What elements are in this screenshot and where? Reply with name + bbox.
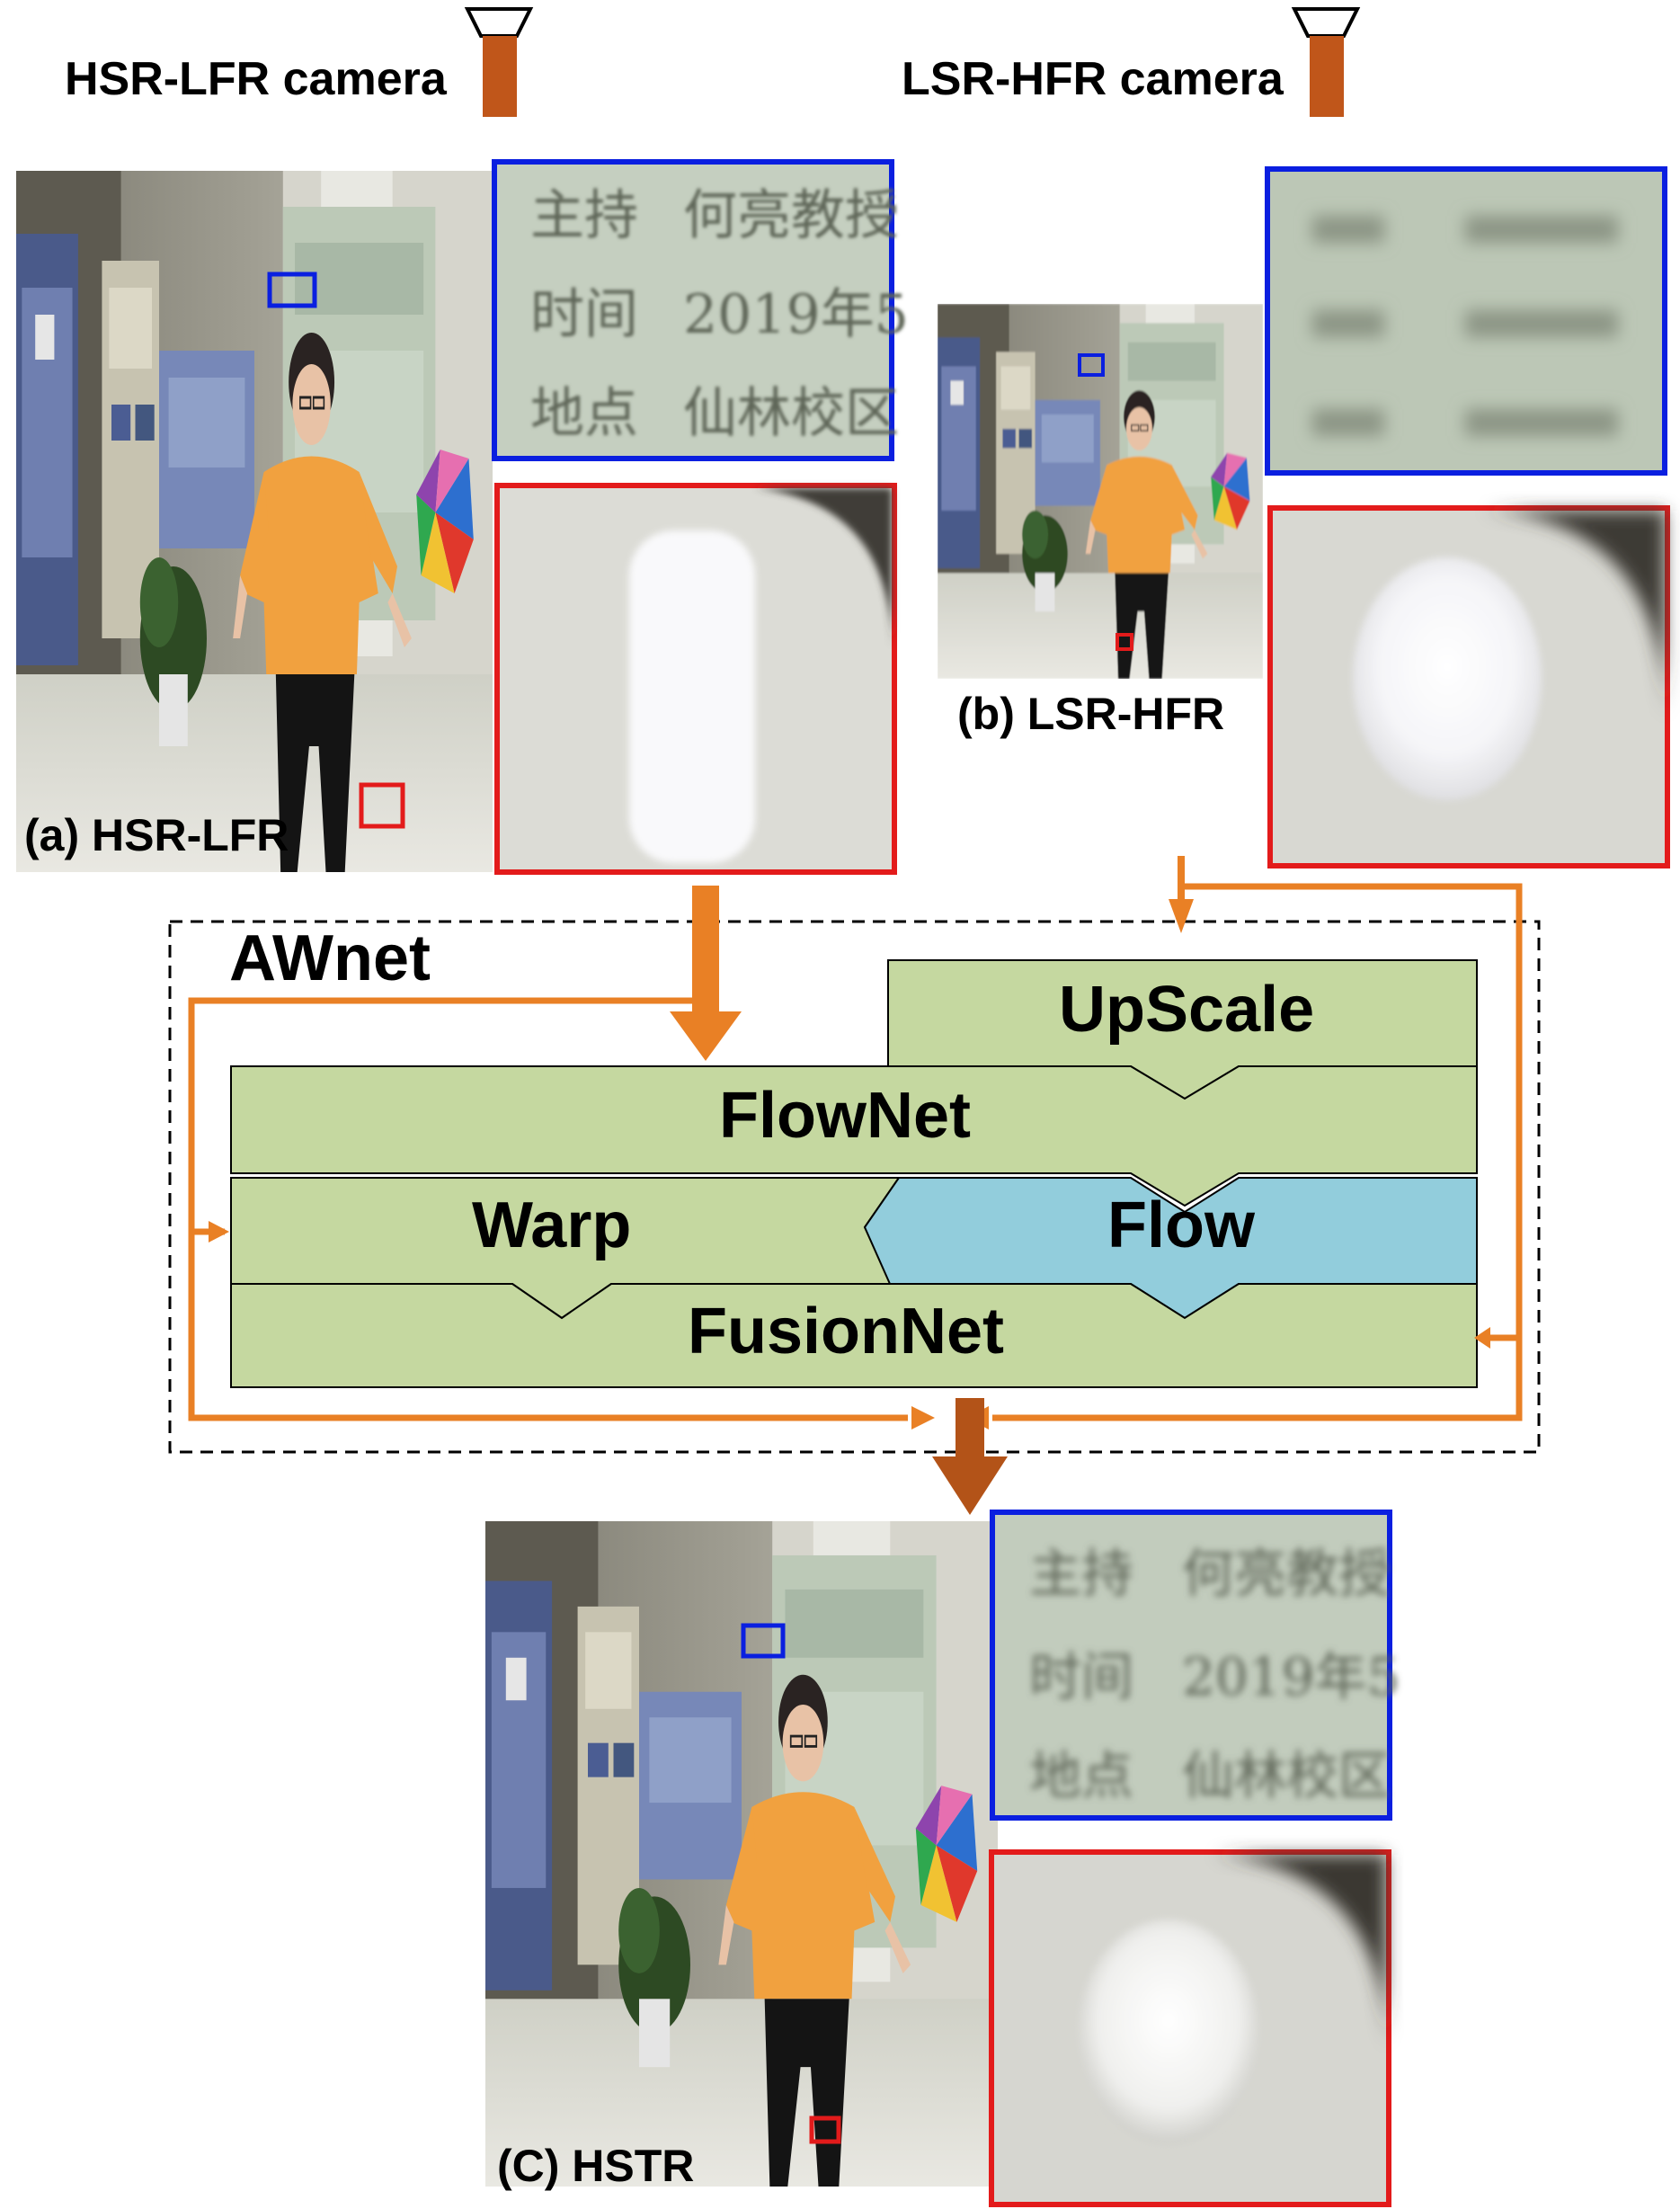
- svg-text:何亮教授: 何亮教授: [1182, 1543, 1391, 1604]
- fusionnet-label: FusionNet: [688, 1296, 1004, 1367]
- roi-blue-box: [267, 272, 317, 308]
- flownet-label: FlowNet: [719, 1080, 971, 1152]
- roi-blue-box: [1078, 353, 1105, 377]
- hsr-lfr-camera-icon: [464, 7, 534, 117]
- fusionnet-block: [230, 1283, 1478, 1388]
- flow-label: Flow: [1107, 1189, 1255, 1261]
- zoom-text-inset-c: 主持 何亮教授 时间 2019年5 地点 仙林校区: [990, 1510, 1400, 1821]
- flownet-block: [230, 1065, 1478, 1207]
- roi-blue-box: [741, 1623, 786, 1659]
- caption-c: (C) HSTR: [497, 2141, 695, 2191]
- zoom-text-inset-b: [1265, 166, 1667, 476]
- svg-text:时间: 时间: [530, 283, 638, 346]
- arrow-output: [932, 1398, 1008, 1515]
- caption-a: (a) HSR-LFR: [24, 810, 289, 860]
- svg-text:2019年5: 2019年5: [1182, 1646, 1400, 1707]
- zoom-ball-inset-b: [1267, 505, 1670, 868]
- arrow-a-to-flownet: [670, 886, 742, 1061]
- arrow-b-to-upscale: [1169, 856, 1194, 933]
- svg-text:主持: 主持: [530, 184, 638, 247]
- svg-text:地点: 地点: [530, 382, 638, 445]
- lsr-hfr-image: [938, 304, 1263, 679]
- hstr-image: [485, 1521, 998, 2187]
- zoom-text-inset-a: 主持 何亮教授 时间 2019年5 地点 仙林校区: [492, 159, 909, 461]
- zoom-ball-inset-a: [494, 483, 897, 875]
- hsr-lfr-image: [16, 171, 493, 872]
- roi-red-box: [359, 782, 405, 829]
- svg-text:主持: 主持: [1029, 1543, 1133, 1604]
- caption-b: (b) LSR-HFR: [957, 689, 1225, 739]
- awnet-blocks: [230, 959, 1478, 1388]
- upscale-label: UpScale: [1059, 974, 1315, 1046]
- svg-text:地点: 地点: [1029, 1745, 1133, 1806]
- hsr-lfr-camera-label: HSR-LFR camera: [65, 53, 447, 105]
- lsr-hfr-camera-label: LSR-HFR camera: [902, 53, 1284, 105]
- svg-text:时间: 时间: [1029, 1646, 1133, 1707]
- roi-red-box: [1116, 633, 1133, 651]
- lsr-hfr-camera-icon: [1291, 7, 1361, 117]
- roi-red-box: [809, 2115, 841, 2144]
- warp-label: Warp: [472, 1189, 632, 1261]
- awnet-title: AWnet: [229, 922, 431, 994]
- zoom-ball-inset-c: [989, 1849, 1391, 2207]
- svg-text:仙林校区: 仙林校区: [1182, 1745, 1391, 1806]
- awnet-frame: [168, 920, 1541, 1454]
- svg-text:仙林校区: 仙林校区: [683, 382, 899, 445]
- svg-text:2019年5: 2019年5: [683, 283, 909, 346]
- arrow-a-skip-left: [188, 997, 935, 1430]
- svg-text:何亮教授: 何亮教授: [683, 184, 899, 247]
